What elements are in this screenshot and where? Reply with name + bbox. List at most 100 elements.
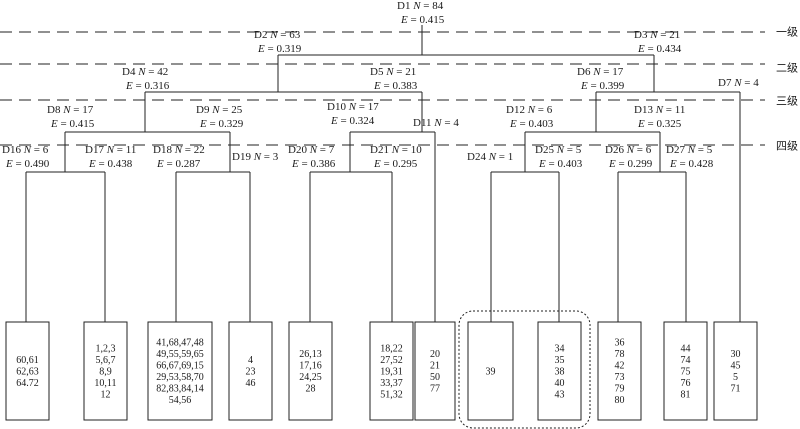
- svg-text:D25 N = 5: D25 N = 5: [535, 144, 582, 156]
- node-id: D19: [232, 151, 254, 163]
- leaf-line: 77: [430, 384, 440, 395]
- leaf-line: 27,52: [380, 355, 403, 366]
- leaf-line: 66,67,69,15: [156, 361, 204, 372]
- svg-text:D19 N = 3: D19 N = 3: [232, 151, 279, 163]
- svg-text:E = 0.434: E = 0.434: [637, 43, 682, 55]
- n-symbol: N: [348, 101, 357, 113]
- leaf-box-d24: 39: [467, 321, 514, 421]
- node-id: D12: [506, 104, 528, 116]
- svg-text:D11 N = 4: D11 N = 4: [413, 117, 459, 129]
- node-label-d27: D27 N = 5E = 0.428: [666, 144, 714, 170]
- n-value: = 42: [146, 66, 169, 78]
- n-value: = 84: [421, 0, 444, 12]
- n-value: = 6: [634, 144, 652, 156]
- n-symbol: N: [592, 66, 601, 78]
- svg-text:E = 0.490: E = 0.490: [5, 158, 50, 170]
- n-value: = 4: [442, 117, 460, 129]
- leaf-line: 39: [486, 366, 496, 377]
- svg-text:D8 N = 17: D8 N = 17: [47, 104, 94, 116]
- node-id: D5: [370, 66, 386, 78]
- node-label-d18: D18 N = 22E = 0.287: [153, 144, 205, 170]
- n-value: = 21: [658, 29, 681, 41]
- svg-text:E = 0.324: E = 0.324: [330, 115, 375, 127]
- e-symbol: E: [509, 118, 517, 130]
- leaf-line: 71: [731, 384, 741, 395]
- svg-text:E = 0.319: E = 0.319: [257, 43, 302, 55]
- leaf-line: 30: [731, 349, 741, 360]
- e-symbol: E: [608, 158, 616, 170]
- e-value: = 0.428: [677, 158, 714, 170]
- e-symbol: E: [373, 158, 381, 170]
- n-symbol: N: [488, 151, 497, 163]
- leaf-line: 23: [246, 366, 256, 377]
- leaf-line: 10,11: [94, 378, 116, 389]
- node-id: D7: [718, 77, 734, 89]
- leaf-line: 60,61: [16, 355, 39, 366]
- e-symbol: E: [637, 43, 645, 55]
- node-label-d1: D1 N = 84E = 0.415: [397, 0, 445, 26]
- node-id: D24: [467, 151, 489, 163]
- svg-text:D17 N = 11: D17 N = 11: [85, 144, 136, 156]
- n-symbol: N: [556, 144, 565, 156]
- node-label-d24: D24 N = 1: [467, 151, 513, 163]
- e-symbol: E: [88, 158, 96, 170]
- leaf-line: 40: [555, 378, 565, 389]
- node-id: D4: [122, 66, 138, 78]
- e-symbol: E: [156, 158, 164, 170]
- node-label-d20: D20 N = 7 E = 0.386: [288, 144, 336, 170]
- n-symbol: N: [385, 66, 394, 78]
- node-label-d2: D2 N = 63E = 0.319: [254, 29, 302, 55]
- leaf-line: 49,55,59,65: [156, 349, 204, 360]
- leaf-line: 45: [731, 361, 741, 372]
- svg-text:D21 N = 10: D21 N = 10: [370, 144, 422, 156]
- leaf-line: 73: [615, 372, 625, 383]
- e-value: = 0.403: [546, 158, 583, 170]
- n-symbol: N: [269, 29, 278, 41]
- node-id: D6: [577, 66, 593, 78]
- node-id: D1: [397, 0, 413, 12]
- svg-text:E = 0.316: E = 0.316: [125, 80, 170, 92]
- n-symbol: N: [253, 151, 262, 163]
- level-label-l3: 三级: [776, 95, 798, 108]
- node-id: D26: [605, 144, 627, 156]
- n-symbol: N: [106, 144, 115, 156]
- e-symbol: E: [637, 118, 645, 130]
- n-symbol: N: [733, 77, 742, 89]
- svg-text:D20 N = 7: D20 N = 7: [288, 144, 335, 156]
- n-symbol: N: [687, 144, 696, 156]
- e-value: = 0.383: [381, 80, 418, 92]
- e-symbol: E: [400, 14, 408, 26]
- leaf-line: 33,37: [380, 378, 403, 389]
- n-symbol: N: [23, 144, 32, 156]
- leaf-line: 29,53,58,70: [156, 372, 204, 383]
- n-symbol: N: [527, 104, 536, 116]
- node-label-d13: D13 N = 11 E = 0.325: [634, 104, 685, 130]
- node-label-d17: D17 N = 11E = 0.438: [85, 144, 136, 170]
- svg-text:D10 N = 17: D10 N = 17: [327, 101, 379, 113]
- leaf-line: 44: [681, 343, 691, 354]
- leaf-line: 1,2,3: [96, 343, 116, 354]
- e-symbol: E: [538, 158, 546, 170]
- n-symbol: N: [655, 104, 664, 116]
- e-symbol: E: [669, 158, 677, 170]
- node-id: D8: [47, 104, 63, 116]
- svg-text:E = 0.386: E = 0.386: [291, 158, 336, 170]
- leaf-line: 20: [430, 349, 440, 360]
- svg-text:D13 N = 11: D13 N = 11: [634, 104, 685, 116]
- e-symbol: E: [257, 43, 265, 55]
- leaf-line: 18,22: [380, 343, 403, 354]
- svg-text:E = 0.325: E = 0.325: [637, 118, 682, 130]
- n-value: = 5: [695, 144, 713, 156]
- n-symbol: N: [137, 66, 146, 78]
- n-symbol: N: [433, 117, 442, 129]
- e-value: = 0.386: [299, 158, 336, 170]
- node-id: D11: [413, 117, 434, 129]
- svg-text:D16 N = 6: D16 N = 6: [2, 144, 49, 156]
